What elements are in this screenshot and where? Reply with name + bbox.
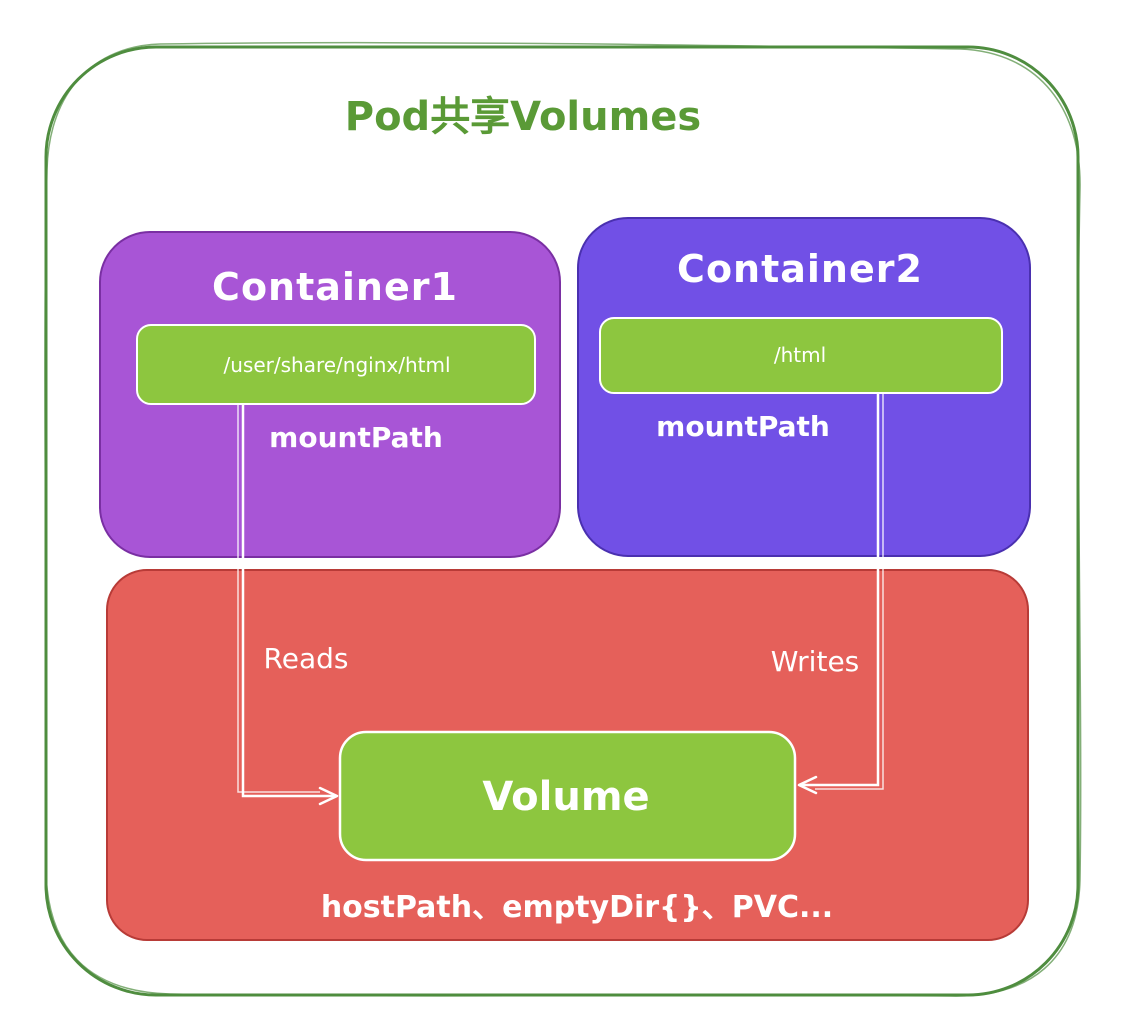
volume-title: Volume [482,774,650,820]
volume-box [338,730,797,862]
container2-mount-bar [599,317,1003,394]
container2-mount-path: /html [773,343,827,367]
container1-mount-label: mountPath [269,421,443,454]
volume-types: hostPath、emptyDir{}、PVC... [320,890,834,925]
writes-arrow [797,393,880,795]
container1-title: Container1 [212,265,458,309]
container1-mount-bar [136,324,536,405]
container2-title: Container2 [677,247,923,291]
container1-mount-path: /user/share/nginx/html [223,353,451,377]
reads-arrow-sketch [237,404,320,793]
pod-title: Pod共享Volumes [344,94,702,140]
pod-frame-sketch [44,41,1082,997]
writes-arrow-sketch [815,393,884,790]
container2-mount-label: mountPath [656,410,830,443]
writes-label: Writes [770,645,860,678]
reads-label: Reads [263,642,349,675]
reads-arrow [241,404,339,806]
